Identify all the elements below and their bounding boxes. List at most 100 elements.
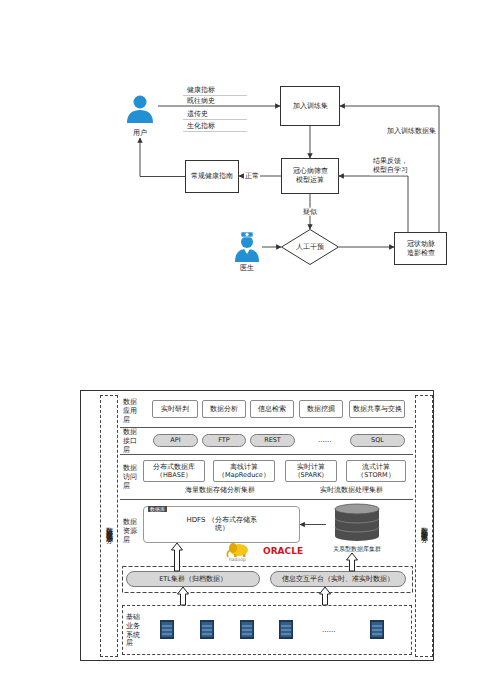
server-icon — [200, 620, 214, 639]
module-box: 数据共享与交换 — [349, 400, 405, 418]
user-figure — [122, 94, 158, 124]
hollow-arrow — [172, 543, 183, 571]
edge-label: 疑似 — [302, 207, 318, 216]
flow-arrow — [310, 126, 311, 158]
node-text: 离线计算 （MapReduce） — [215, 463, 273, 479]
doctor-head — [241, 236, 253, 248]
elephant-ear — [229, 543, 237, 553]
connector-line — [339, 247, 394, 248]
module-box: 离线计算 （MapReduce） — [213, 460, 275, 482]
process-box: 加入训练集 — [280, 86, 340, 126]
hollow-arrow — [320, 587, 331, 605]
user-icon: 用户 — [122, 94, 158, 138]
process-box: 常规健康指南 — [185, 160, 239, 193]
storage-box: 数据库 HDFS （分布式存储系统） — [143, 506, 300, 543]
module-box: 数据挖掘 — [299, 400, 343, 418]
interface-pill: FTP — [202, 434, 246, 447]
flow-arrow — [340, 106, 439, 232]
elephant-leg — [243, 554, 246, 557]
layer-band: API FTP REST SQL 数据接口层 — [120, 428, 413, 455]
module-box: 实时计算 （SPARK） — [285, 460, 337, 482]
annotation-label: 生化指标 — [187, 122, 215, 130]
interface-pill: SQL — [350, 434, 405, 447]
service-band: 数据标准规范化体系服务 — [100, 395, 118, 657]
list-underline — [183, 119, 247, 120]
node-text: 数据标准规范化体系服务 — [105, 521, 114, 532]
process-box: 冠心病筛查 模型运算 — [281, 158, 339, 194]
hollow-arrow-shape — [347, 553, 358, 571]
hollow-arrow-shape — [172, 543, 183, 571]
server-icon — [160, 620, 174, 639]
node-text: 实时计算 （SPARK） — [287, 463, 335, 479]
cylinder-band — [335, 527, 379, 532]
node-text: 流式计算 （STORM） — [349, 463, 403, 479]
connector-line — [340, 106, 439, 232]
connector-line — [158, 106, 280, 107]
node-text: 分布式数据库 （HBASE） — [146, 463, 202, 479]
tag-label: 数据库 — [148, 506, 167, 512]
cylinder-figure — [326, 503, 388, 543]
connector-line — [310, 126, 311, 158]
layer-heading: 数据接口层 — [123, 428, 139, 454]
user-head — [134, 96, 147, 109]
server-icon — [279, 620, 293, 639]
flow-arrow — [339, 247, 394, 248]
node-text: 数据分析 — [210, 405, 238, 413]
annotation-label: 既往病史 — [187, 97, 215, 105]
doctor-icon: 医生 — [232, 231, 262, 273]
edge-label: 结果反馈，模型自学习 — [370, 157, 412, 175]
node-text: ETL集群（归档数据） — [159, 575, 227, 583]
node-text: 数据挖掘 — [307, 405, 335, 413]
layer-heading: 数据资源层 — [123, 518, 139, 544]
node-text: REST — [264, 436, 281, 444]
hat-cross — [245, 234, 248, 236]
elephant-trunk — [227, 550, 230, 557]
interface-pill: ETL集群（归档数据） — [126, 571, 260, 587]
doctor-collar — [244, 249, 250, 254]
node-text: HDFS （分布式存储系统） — [182, 516, 262, 534]
layer-heading: 数据应用层 — [123, 398, 139, 424]
flow-arrow — [140, 138, 185, 177]
node-text: 数据安全防护体系服务 — [420, 521, 429, 531]
connector-line — [300, 524, 326, 525]
etl-group-frame — [123, 567, 413, 593]
module-box: 数据分析 — [202, 400, 246, 418]
doctor-body — [235, 249, 259, 262]
module-box: 实时研判 — [152, 400, 198, 418]
node-text: 加入训练集 — [293, 102, 328, 111]
annotation-label: ORACLE — [263, 546, 303, 557]
node-text: 实时研判 — [161, 405, 189, 413]
outer-frame — [81, 391, 434, 661]
node-text: 用户 — [122, 129, 158, 138]
node-text: 数据共享与交换 — [353, 405, 402, 413]
annotation-label: 实时流数据处理集群 — [320, 486, 383, 494]
elephant-body — [230, 544, 248, 556]
node-text: 医生 — [232, 264, 262, 273]
flow-arrow — [300, 524, 326, 525]
service-band: 数据安全防护体系服务 — [415, 395, 433, 657]
hadoop-elephant — [227, 543, 248, 557]
database-cylinder: 关系型数据库集群 — [326, 503, 388, 553]
flow-arrow — [339, 176, 408, 232]
hollow-arrow-shape — [178, 587, 189, 605]
hollow-arrow — [347, 553, 358, 571]
annotation-label: ...... — [318, 436, 331, 444]
node-text: 信息交互平台（实时、准实时数据） — [282, 575, 394, 583]
annotation-label: 海量数据存储分析集群 — [185, 486, 255, 494]
server-icon — [370, 620, 384, 639]
cylinder-band — [335, 518, 379, 523]
node-text: API — [170, 436, 180, 444]
node-text: FTP — [218, 436, 230, 444]
annotation-label: 健康指标 — [187, 86, 215, 94]
node-text: 冠状动脉造影检查 — [406, 240, 436, 258]
interface-pill: API — [153, 434, 198, 447]
flow-arrow — [158, 106, 280, 107]
module-box: 流式计算 （STORM） — [346, 460, 406, 482]
annotation-label: ...... — [322, 626, 335, 634]
module-box: 信息检索 — [250, 400, 294, 418]
node-text: 关系型数据库集群 — [326, 545, 388, 553]
connector-line — [262, 247, 281, 248]
connector-line — [140, 138, 185, 177]
annotation-label: hadoop — [229, 557, 246, 562]
